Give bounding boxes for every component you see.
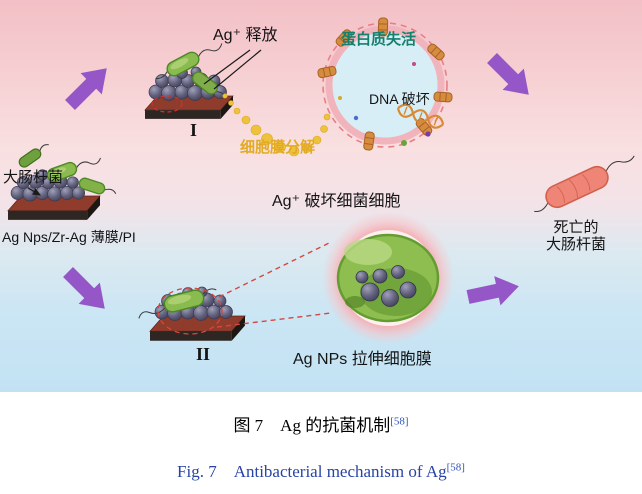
label-dead-ecoli-line1: 死亡的	[553, 219, 599, 236]
label-dna-damage: DNA 破坏	[369, 91, 430, 107]
pointer-arrow	[27, 187, 42, 196]
caption-zh: 图 7 Ag 的抗菌机制[58]	[0, 411, 642, 436]
bacteria-icon	[34, 157, 101, 183]
highlight-ellipse	[151, 95, 183, 113]
label-dead-ecoli-line2: 大肠杆菌	[545, 236, 606, 254]
caption-en-text: Fig. 7 Antibacterial mechanism of Ag	[177, 462, 447, 481]
sample-left	[7, 144, 117, 221]
diagram-canvas	[0, 0, 642, 392]
bacteria-icon	[155, 43, 223, 80]
label-membrane-breakdown: 细胞膜分解	[240, 139, 316, 156]
highlight-ellipse	[157, 287, 223, 335]
caption-en-ref: [58]	[446, 461, 465, 474]
silver-ion-dots-icon	[222, 93, 331, 157]
label-agnps-stretch-membrane: Ag NPs 拉伸细胞膜	[293, 351, 432, 368]
label-stage-1: I	[190, 120, 198, 140]
bacteria-icon	[78, 177, 117, 195]
label-ecoli: 大肠杆菌	[3, 169, 64, 186]
antibacterial-mechanism-diagram: Ag⁺ 释放 蛋白质失活 DNA 破坏 细胞膜分解 大肠杆菌 Ag Nps/Zr…	[0, 0, 642, 392]
cell-membrane-circle-icon	[316, 17, 453, 152]
label-stage-2: II	[196, 344, 211, 364]
gradient-background	[0, 0, 642, 392]
substrate-icon	[144, 95, 234, 120]
stage-1-scene	[144, 43, 262, 120]
label-film: Ag Nps/Zr-Ag 薄膜/PI	[2, 229, 136, 245]
label-protein-inactivation: 蛋白质失活	[341, 31, 417, 48]
caption-en: Fig. 7 Antibacterial mechanism of Ag[58]	[0, 457, 642, 482]
engulfed-nanoparticles-icon	[355, 265, 417, 307]
zoomed-cell-icon	[322, 212, 454, 344]
label-dead-ecoli: 死亡的 大肠杆菌	[536, 219, 616, 254]
figure-captions: 图 7 Ag 的抗菌机制[58] Fig. 7 Antibacterial me…	[0, 392, 642, 482]
pointer-lines	[203, 49, 262, 90]
label-ag-destroys-cell: Ag⁺ 破坏细菌细胞	[272, 193, 401, 210]
dna-helix-icon	[396, 103, 445, 129]
caption-zh-text: 图 7 Ag 的抗菌机制	[233, 416, 391, 435]
caption-zh-ref: [58]	[390, 415, 409, 428]
bacteria-icon	[138, 288, 217, 319]
label-ag-release: Ag⁺ 释放	[213, 27, 278, 44]
bacteria-icon	[18, 144, 49, 168]
stage-2-scene	[138, 286, 246, 342]
zoom-indicator-lines	[216, 242, 332, 328]
